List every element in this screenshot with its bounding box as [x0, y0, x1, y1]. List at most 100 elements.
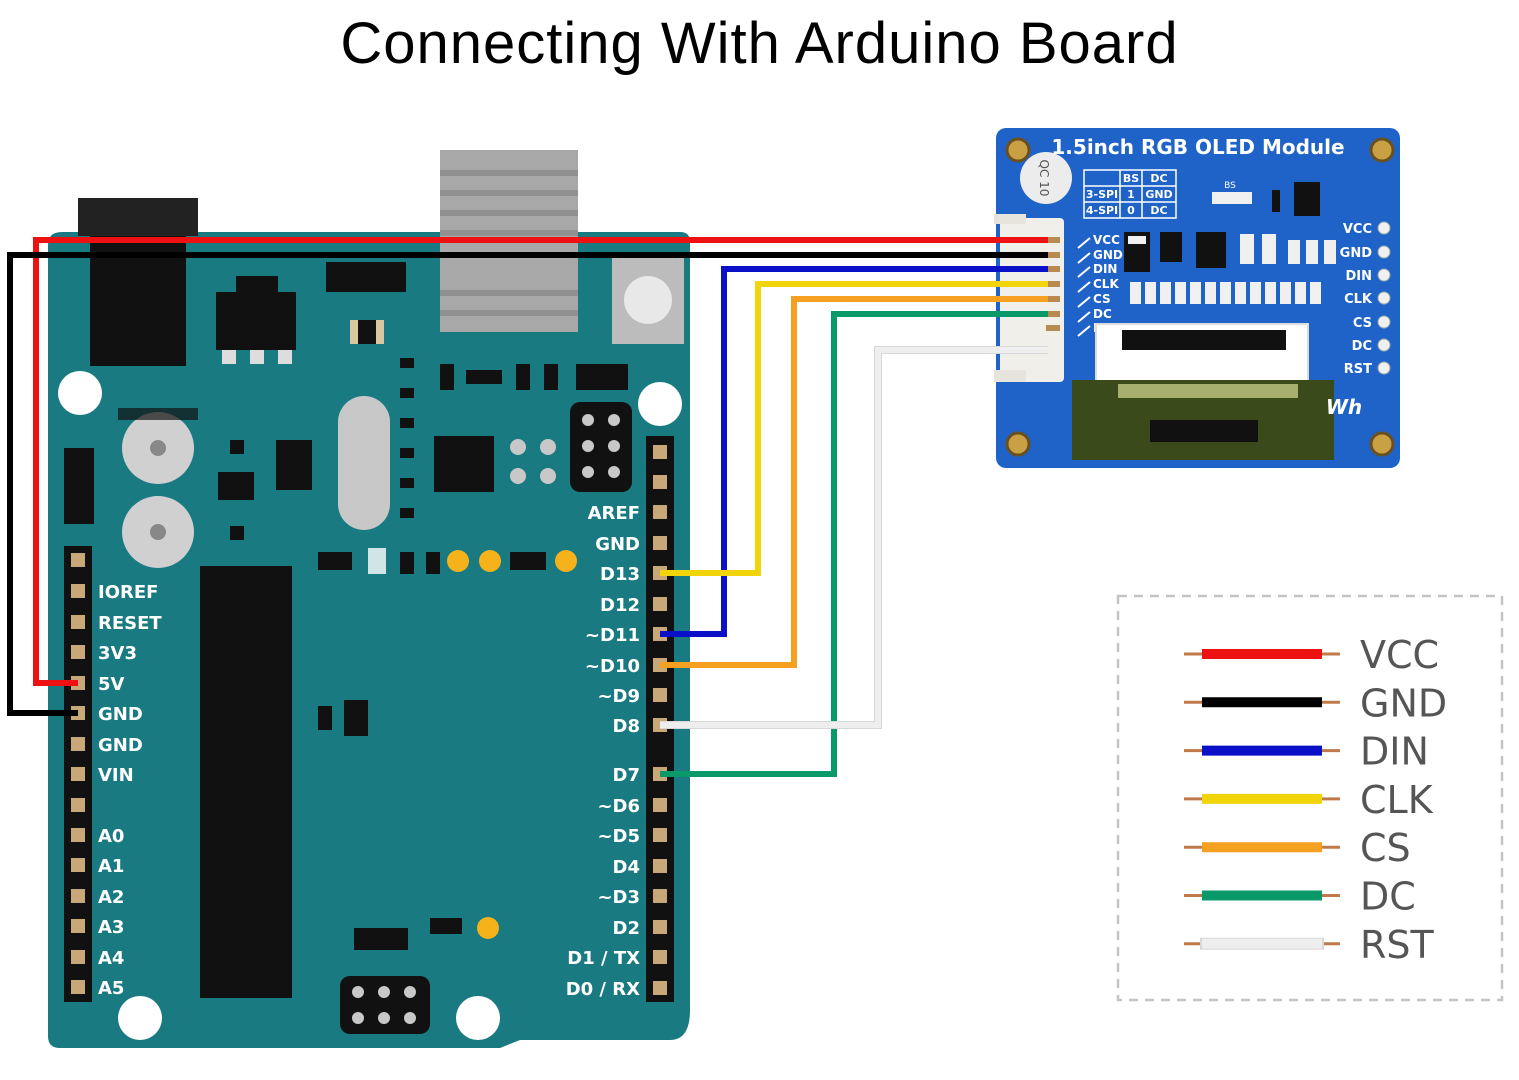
right-pin-label: GND	[595, 534, 640, 555]
oled-pin-label: DIN	[1093, 262, 1117, 276]
oled-pad-label: GND	[1340, 246, 1373, 261]
crystal	[338, 396, 390, 530]
left-pin-label: A2	[98, 887, 124, 908]
left-header-pin	[71, 980, 85, 994]
mount-hole	[456, 996, 500, 1040]
oled-connector-pin	[1046, 281, 1060, 287]
left-header-pin	[71, 919, 85, 933]
oled-pin-tick	[1077, 281, 1091, 293]
oled-pad-label: CS	[1353, 316, 1372, 331]
left-pin-label: GND	[98, 704, 143, 725]
oled-pin-tick	[1077, 252, 1091, 264]
left-header-pin	[71, 737, 85, 751]
oled-pad	[1377, 221, 1391, 235]
right-header-pin	[653, 597, 667, 611]
right-pin-label: D0 / RX	[566, 979, 640, 1000]
oled-resistor	[1310, 282, 1321, 304]
right-pin-label: ~D11	[585, 625, 640, 646]
right-pin-label: ~D6	[597, 796, 640, 817]
left-pin-label: RESET	[98, 613, 162, 634]
oled-resistor	[1190, 282, 1201, 304]
bs-jumper-label: BS	[1224, 181, 1236, 191]
led	[479, 550, 501, 572]
oled-pad	[1377, 361, 1391, 375]
waveshare-logo: Wh	[1326, 395, 1362, 419]
legend-label: RST	[1360, 923, 1435, 967]
right-header-pin	[653, 475, 667, 489]
oled-resistor	[1295, 282, 1306, 304]
right-header-pin	[653, 981, 667, 995]
wire-gnd	[7, 252, 1048, 716]
wire-rst	[660, 347, 1048, 728]
legend-label: VCC	[1360, 633, 1439, 677]
right-header-pin	[653, 828, 667, 842]
left-header-pin	[71, 858, 85, 872]
right-pin-label: ~D3	[597, 887, 640, 908]
left-header-pin	[71, 584, 85, 598]
led	[555, 550, 577, 572]
right-header-pin	[653, 889, 667, 903]
bs-table-cell: 4-SPI	[1086, 204, 1118, 217]
right-header-pin	[653, 950, 667, 964]
left-pin-label: GND	[98, 735, 143, 756]
bs-table-header: DC	[1150, 172, 1167, 185]
oled-pad	[1377, 268, 1391, 282]
wires	[7, 237, 1048, 777]
oled-connector-pin	[1046, 296, 1060, 302]
oled-resistor	[1175, 282, 1186, 304]
right-pin-label: ~D5	[597, 826, 640, 847]
left-pin-label: A4	[98, 948, 124, 969]
diagram-title: Connecting With Arduino Board	[340, 11, 1179, 76]
right-pin-label: D7	[613, 765, 640, 786]
icsp-header	[570, 402, 632, 492]
right-header-pin	[653, 536, 667, 550]
left-pin-label: A5	[98, 978, 124, 999]
atmega-chip	[200, 566, 292, 998]
oled-pad-label: DC	[1352, 339, 1372, 354]
oled-resistor	[1220, 282, 1231, 304]
oled-pin-label: CS	[1093, 292, 1111, 306]
right-pin-label: D8	[613, 716, 640, 737]
icsp-header-bottom	[340, 976, 430, 1034]
right-pin-label: ~D9	[597, 686, 640, 707]
right-pin-label: D13	[600, 564, 640, 585]
oled-connector-pin	[1046, 252, 1060, 258]
oled-pad-label: CLK	[1344, 292, 1373, 307]
right-pin-label: D2	[613, 918, 640, 939]
bs-table-cell: 0	[1127, 204, 1135, 217]
left-pin-label: A0	[98, 826, 124, 847]
oled-module: QC 10 1.5inch RGB OLED Module BS DC 3-SP…	[994, 128, 1400, 468]
left-pin-label: A3	[98, 917, 124, 938]
legend-label: CS	[1360, 826, 1411, 870]
power-jack	[78, 198, 198, 236]
legend-label: GND	[1360, 681, 1447, 725]
legend-label: DC	[1360, 875, 1416, 919]
oled-pad	[1377, 338, 1391, 352]
wire-rst-outline	[660, 346, 1048, 729]
wire-dc	[660, 311, 1048, 777]
right-pin-label: AREF	[588, 503, 640, 524]
led	[477, 917, 499, 939]
oled-pad	[1377, 315, 1391, 329]
oled-pin-label: DC	[1093, 307, 1112, 321]
oled-pin-tick	[1077, 266, 1091, 278]
right-header-pin	[653, 859, 667, 873]
oled-resistor	[1205, 282, 1216, 304]
oled-resistor	[1250, 282, 1261, 304]
left-header-pin	[71, 615, 85, 629]
right-pin-label: D12	[600, 595, 640, 616]
oled-connector-pin	[1046, 237, 1060, 243]
oled-pad-label: VCC	[1343, 222, 1372, 237]
wire-vcc	[33, 237, 1048, 686]
oled-resistor	[1160, 282, 1171, 304]
left-header-pin	[71, 553, 85, 567]
left-header-pin	[71, 889, 85, 903]
bs-table-cell: DC	[1150, 204, 1167, 217]
led	[447, 550, 469, 572]
oled-resistor	[1265, 282, 1276, 304]
left-header-pin	[71, 828, 85, 842]
right-header-pin	[653, 505, 667, 519]
oled-connector-pin	[1046, 325, 1060, 331]
right-header-pin	[653, 920, 667, 934]
